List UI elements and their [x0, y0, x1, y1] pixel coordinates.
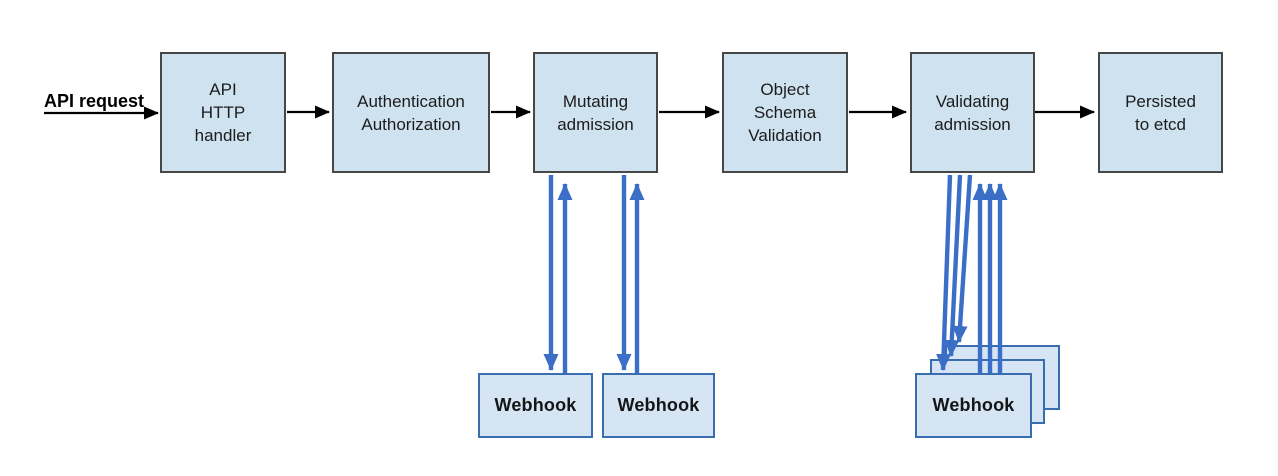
mutating-webhook-1: Webhook: [478, 373, 593, 438]
arrow-validating-to-webhooks-down-3: [952, 174, 973, 343]
validating-webhook-stack-front: Webhook: [915, 373, 1032, 438]
node-label: API HTTP handler: [194, 80, 252, 145]
node-authentication-authorization: Authentication Authorization: [332, 52, 490, 173]
arrow-validating-to-webhooks-down-1: [936, 174, 953, 371]
webhook-label: Webhook: [932, 395, 1015, 415]
node-persisted-to-etcd: Persisted to etcd: [1098, 52, 1223, 173]
node-label: Validating admission: [934, 91, 1011, 134]
node-api-http-handler: API HTTP handler: [160, 52, 286, 173]
api-request-label: API request: [44, 91, 145, 111]
webhook-label: Webhook: [617, 395, 700, 415]
node-label: Mutating admission: [557, 91, 634, 134]
node-object-schema-validation: Object Schema Validation: [722, 52, 848, 173]
arrow-validating-to-webhooks-down-2: [944, 174, 963, 357]
node-label: Object Schema Validation: [748, 80, 822, 145]
node-label: Authentication Authorization: [357, 91, 465, 134]
mutating-webhook-2: Webhook: [602, 373, 715, 438]
node-validating-admission: Validating admission: [910, 52, 1035, 173]
node-label: Persisted to etcd: [1125, 91, 1196, 134]
webhook-label: Webhook: [494, 395, 577, 415]
node-mutating-admission: Mutating admission: [533, 52, 658, 173]
